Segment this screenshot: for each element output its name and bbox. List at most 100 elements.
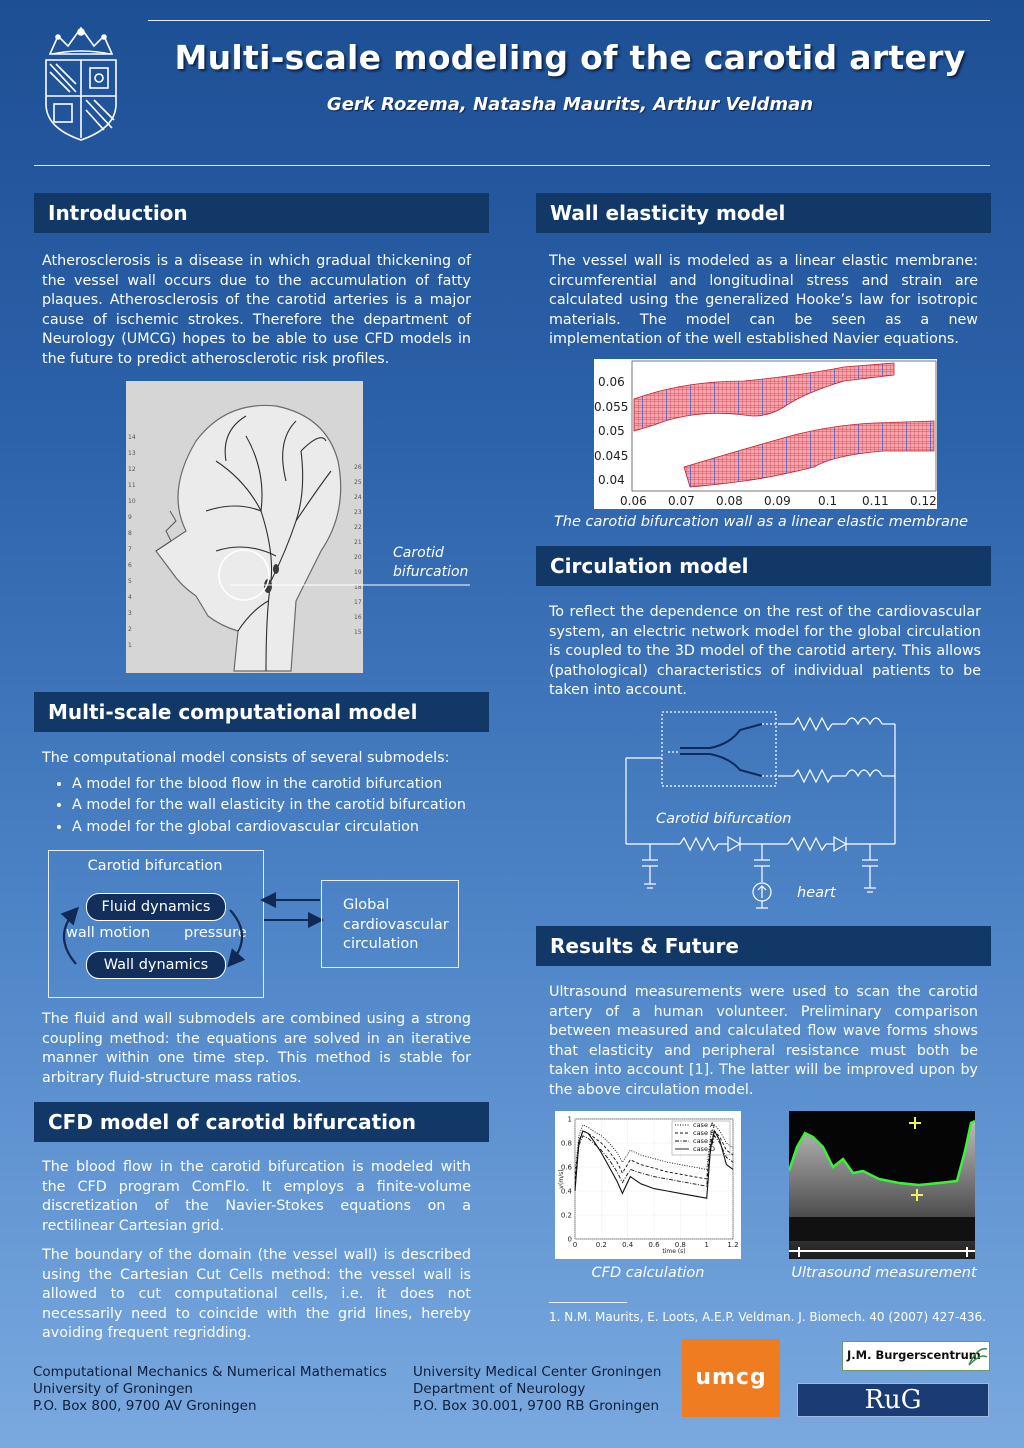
scale-tick-label: 6: [128, 562, 132, 569]
scale-tick-label: 5: [128, 578, 132, 585]
reference-rule: [549, 1302, 627, 1303]
scale-tick-label: 7: [128, 546, 132, 553]
footer-line: P.O. Box 30.001, 9700 RB Groningen: [413, 1398, 660, 1414]
scale-tick-label: 1: [128, 642, 132, 649]
submodel-item: A model for the blood flow in the caroti…: [72, 775, 482, 795]
series-line-3: [574, 1134, 734, 1187]
series-line-1: [574, 1124, 734, 1174]
multiscale-intro: The computational model consists of seve…: [42, 749, 482, 839]
legend-label: case A: [693, 1121, 715, 1129]
scale-tick-label: 24: [354, 494, 362, 501]
membrane-plot-svg: 0.06 0.055 0.05 0.045 0.04 0.06 0.07 0.0…: [594, 360, 937, 508]
cfd-heading: CFD model of carotid bifurcation: [34, 1102, 489, 1142]
x-tick-label: 0.4: [622, 1241, 634, 1249]
reference-text: 1. N.M. Maurits, E. Loots, A.E.P. Veldma…: [549, 1310, 986, 1324]
scale-tick-label: 17: [354, 599, 362, 606]
scale-tick-label: 14: [128, 434, 136, 441]
results-text: Ultrasound measurements were used to sca…: [549, 984, 978, 1098]
x-tick-label: 0.2: [596, 1241, 607, 1249]
intro-text: Atherosclerosis is a disease in which gr…: [42, 253, 471, 367]
y-tick: 0.045: [594, 449, 628, 463]
y-tick: 0.055: [594, 400, 628, 414]
x-tick-label: 0.8: [675, 1241, 686, 1249]
x-tick: 0.07: [668, 494, 695, 508]
scale-tick-label: 22: [354, 524, 362, 531]
wall-text: The vessel wall is modeled as a linear e…: [549, 253, 978, 347]
burgerscentrum-logo: J.M. Burgerscentrum: [842, 1341, 990, 1371]
circulation-text: To reflect the dependence on the rest of…: [549, 604, 981, 698]
y-tick-label: 0.4: [561, 1188, 573, 1196]
x-tick: 0.09: [764, 494, 791, 508]
wall-dynamics-node: Wall dynamics: [86, 951, 226, 979]
y-tick-label: 0.8: [561, 1140, 572, 1148]
submodel-list: A model for the blood flow in the caroti…: [42, 775, 482, 838]
wall-motion-label: wall motion: [66, 925, 151, 941]
scale-tick-label: 20: [354, 554, 362, 561]
coupling-arrows: [60, 892, 324, 968]
scale-tick-label: 8: [128, 530, 132, 537]
scale-tick-label: 15: [354, 629, 362, 636]
footer-line: University Medical Center Groningen: [413, 1364, 662, 1380]
y-axis-label: v(m/s): [558, 1169, 565, 1188]
footer-line: Department of Neurology: [413, 1381, 586, 1397]
burgerscentrum-label: J.M. Burgerscentrum: [847, 1348, 981, 1362]
burgerscentrum-mark-icon: [968, 1348, 988, 1366]
scale-tick-label: 23: [354, 509, 362, 516]
umcg-logo: umcg: [682, 1339, 780, 1417]
legend-box: [671, 1120, 731, 1156]
wall-heading: Wall elasticity model: [536, 193, 991, 233]
x-tick: 0.08: [716, 494, 743, 508]
y-tick-label: 0.6: [561, 1164, 573, 1172]
carotid-bifurcation-label: Carotid bifurcation: [393, 545, 469, 580]
multiscale-heading: Multi-scale computational model: [34, 692, 489, 732]
membrane-plot: 0.06 0.055 0.05 0.045 0.04 0.06 0.07 0.0…: [594, 359, 937, 509]
global-circulation-label: Global cardiovascular circulation: [343, 897, 449, 952]
y-tick-label: 0: [568, 1236, 572, 1244]
membrane-caption: The carotid bifurcation wall as a linear…: [553, 514, 969, 530]
footer-line: University of Groningen: [33, 1381, 193, 1397]
y-tick: 0.06: [598, 375, 625, 389]
bifurcation-highlight-circle: [218, 549, 270, 601]
circuit-diagram: [625, 711, 896, 909]
carotid-submodel-box: [48, 850, 264, 998]
legend-label: case C: [693, 1137, 715, 1145]
header-bottom-rule: [34, 165, 990, 166]
rug-logo: RuG: [797, 1383, 989, 1417]
scale-tick-label: 10: [128, 498, 136, 505]
ultrasound-image: [787, 1111, 976, 1259]
circuit-heart-label: heart: [797, 885, 836, 901]
footer-line: P.O. Box 800, 9700 AV Groningen: [33, 1398, 257, 1414]
submodel-item: A model for the global cardiovascular ci…: [72, 818, 482, 838]
poster-title: Multi-scale modeling of the carotid arte…: [174, 38, 966, 77]
poster-authors: Gerk Rozema, Natasha Maurits, Arthur Vel…: [326, 94, 814, 115]
fluid-dynamics-node: Fluid dynamics: [86, 893, 226, 921]
scale-tick-label: 12: [128, 466, 136, 473]
scale-tick-label: 16: [354, 614, 362, 621]
scale-tick-label: 21: [354, 539, 362, 546]
scale-tick-label: 4: [128, 594, 132, 601]
header-top-rule: [148, 20, 990, 21]
submodel-box-title: Carotid bifurcation: [87, 858, 223, 874]
series-line-4: [574, 1129, 734, 1199]
submodel-item: A model for the wall elasticity in the c…: [72, 796, 482, 816]
y-tick-label: 1: [568, 1116, 572, 1124]
y-tick: 0.04: [598, 473, 625, 487]
university-crest-icon: [45, 26, 117, 141]
figure-pointer-line: [230, 584, 470, 586]
y-tick: 0.05: [598, 424, 625, 438]
ultrasound-caption: Ultrasound measurement: [791, 1265, 977, 1281]
cfd-text-1: The blood flow in the carotid bifurcatio…: [42, 1159, 471, 1234]
legend-label: case B: [693, 1129, 714, 1137]
legend-label: case D: [693, 1145, 715, 1153]
scale-tick-label: 9: [128, 514, 132, 521]
x-tick: 0.1: [818, 494, 837, 508]
pressure-label: pressure: [184, 925, 247, 941]
multiscale-lead: The computational model consists of seve…: [42, 750, 450, 766]
y-tick-label: 0.2: [561, 1212, 572, 1220]
footer-umcg-address: University Medical Center Groningen Depa…: [413, 1364, 661, 1415]
footer-line: Computational Mechanics & Numerical Math…: [33, 1364, 387, 1380]
x-tick-label: 0: [573, 1241, 577, 1249]
coupling-text: The fluid and wall submodels are combine…: [42, 1011, 471, 1086]
